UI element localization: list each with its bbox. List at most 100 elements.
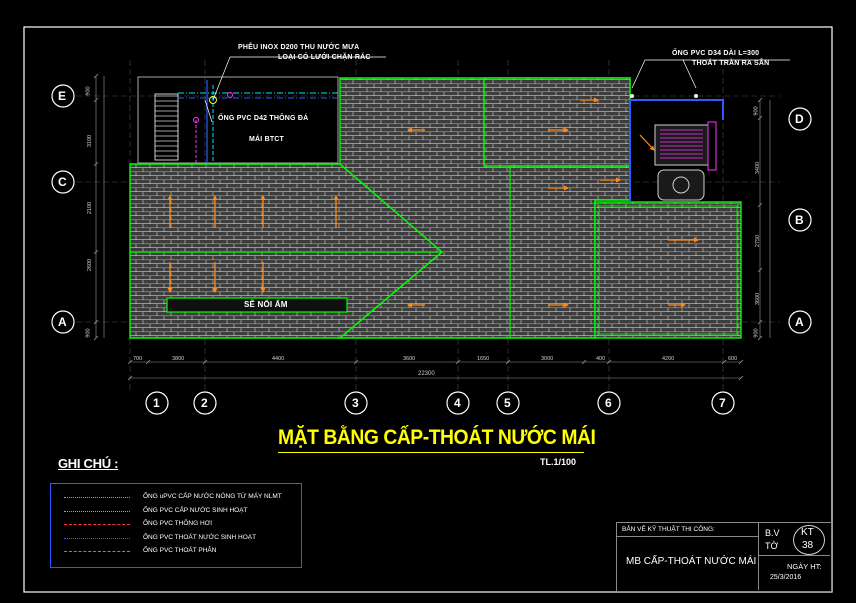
dim-tick [757,335,763,341]
dimension-bottom: 600 [728,356,738,362]
dimension-bottom: 4400 [272,356,285,362]
grid-label-bottom: 3 [352,396,359,410]
legend-item-label: ỐNG PVC THÔNG HƠI [143,520,213,527]
dim-tick [757,267,763,273]
sheet-badge [793,525,825,555]
equipment-area [629,59,790,202]
title-block-bv: B.V [765,528,780,538]
legend-item-label: ỐNG PVC THOÁT NƯỚC SINH HOẠT [143,533,257,541]
title-block-drawing-name: MB CẤP-THOÁT NƯỚC MÁI [626,556,757,567]
dimension-right: 3400 [755,161,762,175]
grid-bubble-left [51,84,75,108]
dimension-left: 900 [85,86,92,96]
title-block-date: 25/3/2016 [770,574,802,581]
grid-label-bottom: 5 [504,396,511,410]
dim-tick [93,97,99,103]
grid-bubble-bottom [145,391,169,415]
dimension-ticks [93,73,763,381]
gutter-note-line1: PHỄU INOX D200 THU NƯỚC MƯA [238,44,360,51]
dim-tick [353,359,359,365]
dim-tick [93,73,99,79]
vent-pipe-note: ỐNG PVC D42 THÔNG ĐÁ [218,115,309,122]
grid-bubble-right [788,107,812,131]
grid-label-bottom: 1 [153,396,160,410]
title-block-row [758,555,830,556]
title-underline [278,452,584,453]
dim-tick [606,359,612,365]
dimension-left: 2600 [87,258,94,272]
grid-label-bottom: 6 [605,396,612,410]
grid-bubbles [51,84,812,415]
dim-tick [505,359,511,365]
grid-bubble-bottom [193,391,217,415]
grid-bubble-bottom [711,391,735,415]
roof-zone-right [594,201,742,339]
dim-tick [721,359,727,365]
dim-tick [757,202,763,208]
dim-tick [581,359,587,365]
grid-bubble-bottom [446,391,470,415]
dimension-right: 900 [753,106,760,116]
dim-tick [757,115,763,121]
drawing-scale: TL.1/100 [540,457,577,467]
grid-bubble-right [788,310,812,334]
dim-tick [738,359,744,365]
sheet-code: KT [801,527,814,538]
grid-bubble-bottom [344,391,368,415]
grid-bubble-bottom [496,391,520,415]
grid-label-bottom: 7 [719,396,726,410]
title-block-divider [616,536,758,537]
overflow-note-line1: ỐNG PVC D34 DÀI L=300 [672,50,760,57]
dim-tick [202,359,208,365]
grid-label-right: A [795,315,804,329]
grid-label-left: E [58,89,67,103]
roof-tile-zones [129,77,742,339]
legend-line-swatch [64,537,130,539]
legend-line-swatch [64,510,130,512]
pipe-runs [178,56,386,163]
grid-bubble-bottom [597,391,621,415]
flow-arrows [167,97,700,308]
dimension-right: 2750 [755,234,762,248]
dimension-left: 3100 [87,134,94,148]
roof-zone-upper-middle [483,77,631,167]
gutter-note-line2: LOẠI CÓ LƯỚI CHẶN RÁC [278,54,371,61]
dimension-right: 3600 [755,292,762,306]
title-block-to: TỜ [765,541,779,551]
legend-line-swatch [64,524,130,525]
legend-heading: GHI CHÚ : [58,456,119,471]
dim-tick [93,335,99,341]
wet-joint-label: SẼ NỐI ẨM [244,300,288,309]
solar-heater [654,124,709,166]
dimension-bottom: 3800 [172,356,185,362]
dim-tick [93,319,99,325]
dim-tick [93,249,99,255]
dim-tick [93,161,99,167]
dim-tick [145,359,151,365]
dimension-right: 900 [753,328,760,338]
legend-item-label: ỐNG uPVC CẤP NƯỚC NÓNG TỪ MÁY NLMT [143,493,282,500]
grid-bubble-left [51,170,75,194]
title-block-date-label: NGÀY HT: [787,562,822,571]
grid-bubble-left [51,310,75,334]
dimension-left: 2100 [87,201,94,215]
title-block [616,522,832,592]
overflow-note-line2: THOÁT TRÀN RA SÂN [692,60,770,67]
dim-tick [127,359,133,365]
dim-tick [127,375,133,381]
grid-label-left: C [58,175,67,189]
dim-tick [455,359,461,365]
btct-roof-slab [137,76,339,164]
dimension-bottom: 400 [596,356,606,362]
grid-label-right: D [795,112,804,126]
dimension-lines [95,76,771,379]
legend-box [50,483,302,568]
dimension-left: 900 [85,328,92,338]
legend-line-swatch [64,551,130,552]
grid-label-bottom: 2 [201,396,208,410]
dim-tick [757,319,763,325]
legend-item-label: ỐNG PVC CẤP NƯỚC SINH HOẠT [143,506,248,514]
drawing-title: MẶT BẰNG CẤP-THOÁT NƯỚC MÁI [278,426,596,449]
sheet-frame [23,26,833,593]
